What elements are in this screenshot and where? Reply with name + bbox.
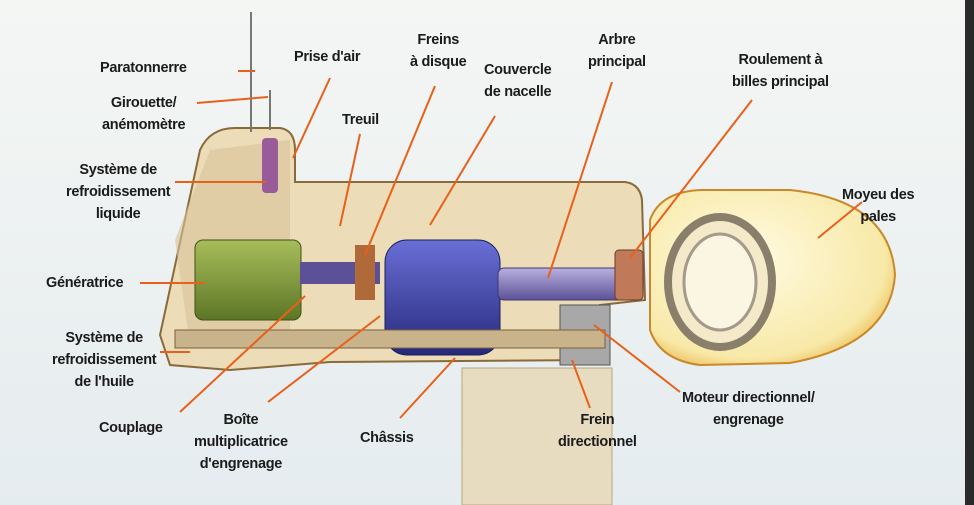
main-bearing: [614, 249, 644, 301]
label-prise-air: Prise d'air: [294, 46, 361, 68]
label-text: liquide: [95, 206, 141, 222]
leader-lines: [140, 70, 863, 419]
label-arbre: Arbre principal: [588, 29, 646, 73]
label-text: billes principal: [732, 74, 829, 90]
label-text: de nacelle: [484, 84, 552, 100]
label-text: anémomètre: [102, 117, 186, 133]
label-text: Roulement à: [738, 52, 823, 68]
label-text: refroidissement: [52, 352, 157, 368]
label-roulement: Roulement à billes principal: [732, 49, 829, 93]
label-couplage: Couplage: [99, 417, 163, 439]
label-text: Génératrice: [46, 275, 124, 291]
label-frein-dir: Frein directionnel: [558, 409, 637, 453]
label-text: Moyeu des: [842, 187, 915, 203]
label-text: Système de: [65, 330, 143, 346]
label-text: multiplicatrice: [194, 434, 288, 450]
label-text: engrenage: [712, 412, 784, 428]
label-text: pales: [860, 209, 896, 225]
label-paratonnerre: Paratonnerre: [100, 57, 187, 79]
generator: [194, 239, 302, 321]
label-text: Couplage: [99, 420, 163, 436]
label-text: Couvercle: [484, 62, 552, 78]
hub-ring-inner: [682, 232, 758, 332]
label-refroid-huile: Système de refroidissement de l'huile: [52, 327, 157, 393]
label-moteur-dir: Moteur directionnel/engrenage: [682, 387, 815, 431]
label-chassis: Châssis: [360, 427, 414, 449]
cooling-radiator: [262, 138, 278, 193]
label-moyeu: Moyeu des pales: [842, 184, 915, 228]
label-text: de l'huile: [74, 374, 135, 390]
label-text: Freins: [417, 32, 460, 48]
chassis: [174, 329, 606, 349]
label-boite: Boîte multiplicatrice d'engrenage: [194, 409, 288, 475]
label-text: directionnel: [558, 434, 637, 450]
label-text: Treuil: [342, 112, 379, 128]
image-border: [965, 0, 974, 505]
label-text: Moteur directionnel/: [682, 390, 815, 406]
label-text: principal: [588, 54, 646, 70]
label-text: Paratonnerre: [100, 60, 187, 76]
label-text: Arbre: [598, 32, 636, 48]
label-text: Boîte: [223, 412, 259, 428]
disc-brake: [355, 245, 375, 300]
label-text: Girouette/: [110, 95, 177, 111]
label-text: refroidissement: [66, 184, 171, 200]
label-text: Système de: [79, 162, 157, 178]
label-freins-disque: Freins à disque: [410, 29, 467, 73]
label-text: Frein: [580, 412, 615, 428]
label-text: d'engrenage: [199, 456, 283, 472]
label-generatrice: Génératrice: [46, 272, 124, 294]
label-girouette: Girouette/anémomètre: [102, 92, 186, 136]
label-text: à disque: [410, 54, 467, 70]
label-text: Châssis: [360, 430, 414, 446]
label-treuil: Treuil: [342, 109, 379, 131]
label-couvercle: Couvercle de nacelle: [484, 59, 552, 103]
label-refroid-liquide: Système de refroidissement liquide: [66, 159, 171, 225]
tower: [461, 367, 613, 505]
label-text: Prise d'air: [294, 49, 361, 65]
